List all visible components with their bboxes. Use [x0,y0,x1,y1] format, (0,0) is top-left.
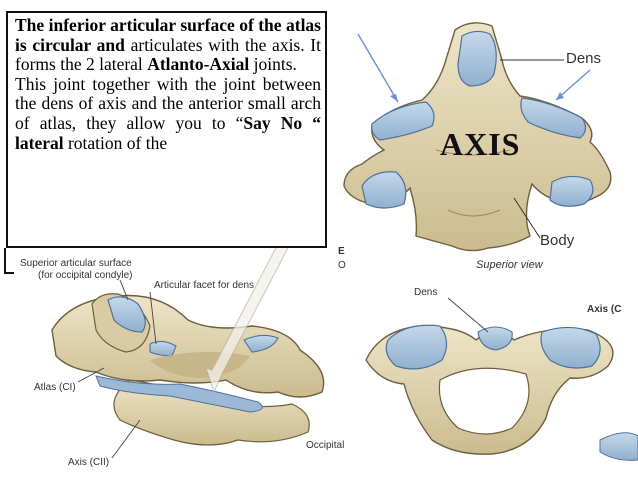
p1-text: articulates with the axis. It forms the … [15,34,321,75]
label-atlas: Atlas (CI) [34,382,76,393]
p2-text: This joint together with the joint betwe… [15,73,321,133]
edge-letter-e: E [338,246,345,257]
joint-strip [95,375,263,413]
paragraph-2: This joint together with the joint betwe… [15,73,321,153]
vertebral-foramen [438,367,530,435]
facet-top-left [385,324,448,370]
axis-bone [343,22,612,252]
label-articular-facet: Articular facet for dens [154,280,255,291]
label-occipital: Occipital [306,440,345,451]
facet-right [520,97,587,139]
p1-bold-term: Atlanto-Axial [147,54,250,75]
dens-facet-cartilage [149,340,177,357]
dens-cartilage [457,30,497,87]
atlas-superior-view [365,297,638,461]
inferior-facet-left [361,171,407,209]
label-axis-cii: Axis (CII) [68,457,110,468]
p1-end: joints. [253,54,297,75]
label-axis-edge: Axis (C [587,304,622,315]
atlas-axis-lateral [51,239,325,459]
label-dens-top: Dens [566,50,602,67]
arrow-left [357,33,399,103]
corner-bracket [4,248,14,274]
axis-title: AXIS [440,126,521,162]
edge-letter-o: O [338,260,346,271]
label-superior-surface-2: (for occipital condyle) [38,270,133,281]
paragraph-1: The inferior articular surface of the at… [15,15,321,75]
facet-left [371,101,435,141]
label-body: Body [540,232,575,249]
inferior-facet-right [549,175,594,207]
axis-superior-view [343,22,612,252]
p2-bold: Say No “ lateral [15,112,321,153]
dens-top [477,326,513,351]
p1-bold-lead: The inferior articular surface of the at… [15,15,321,55]
superior-articular-cartilage [107,296,146,333]
caption-superior-view: Superior view [476,259,543,271]
label-dens-bottom: Dens [414,287,438,298]
facet-top-right [540,326,601,369]
right-facet-cartilage [243,334,279,353]
p2-end: rotation of the [67,132,168,153]
edge-fragment [599,432,638,461]
label-superior-surface: Superior articular surface [20,258,132,269]
explanation-textbox: The inferior articular surface of the at… [6,11,327,248]
